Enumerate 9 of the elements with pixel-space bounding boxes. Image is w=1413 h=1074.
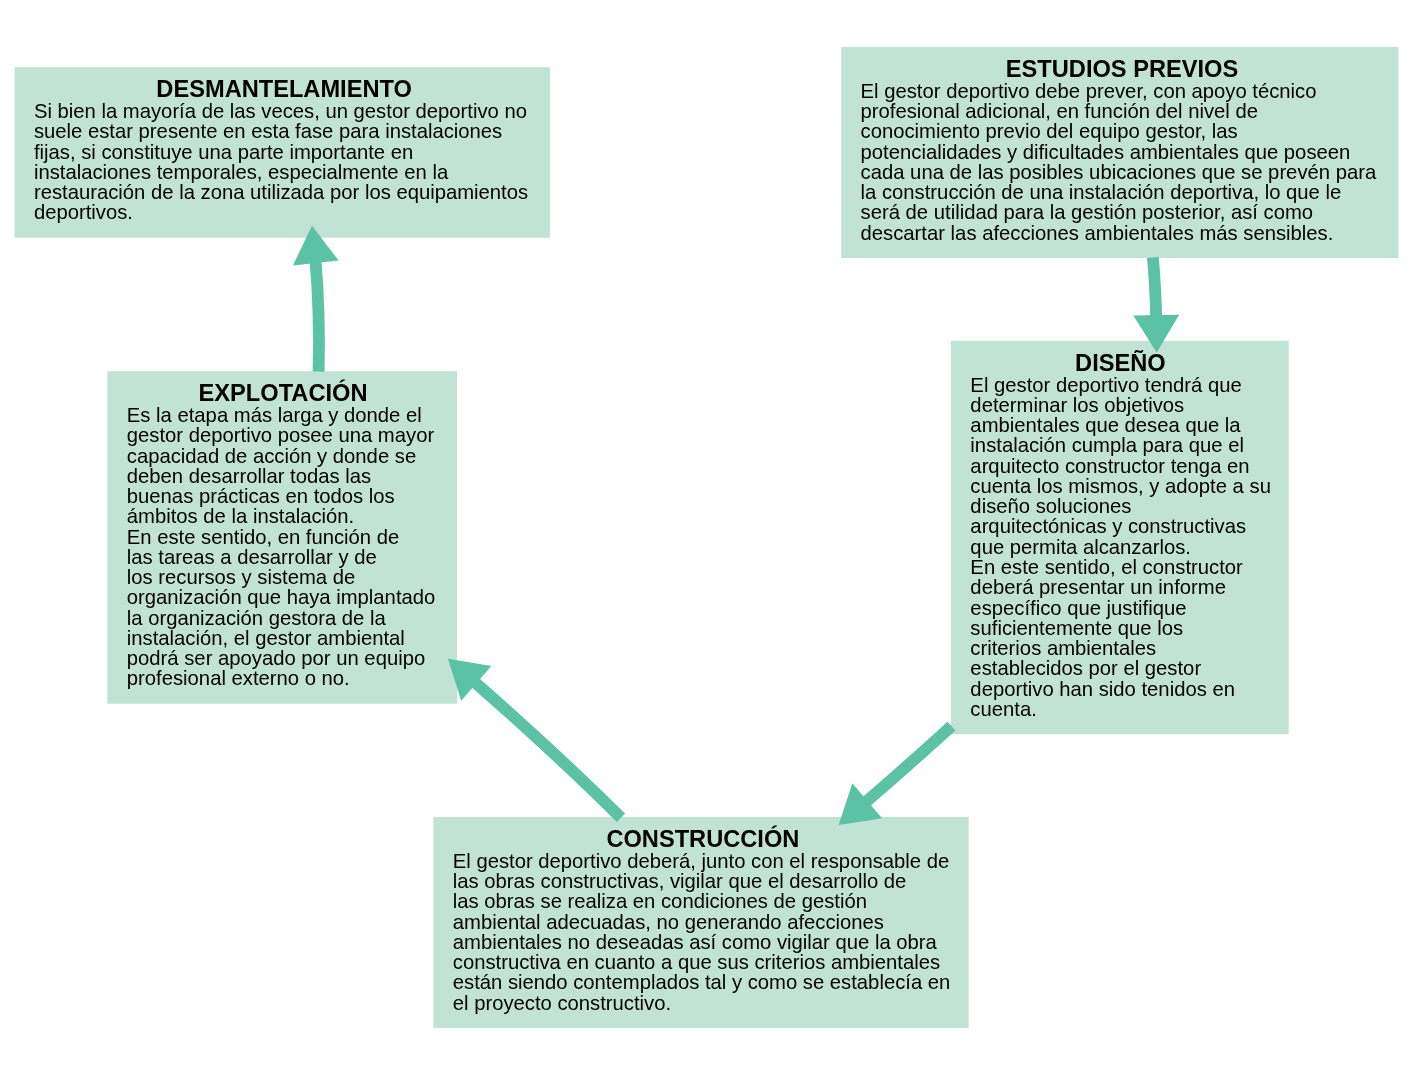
node-box: ESTUDIOS PREVIOS El gestor deportivo debe prever, con apoyo técnico profesional adicional, en función del nivel de conocimiento previo del equipo gestor, las potencialidades y dificultades ambientales que poseen cada una de las posibles ubicaciones que se prevén para la construcción de una instalación deportiva, lo que le será de utilidad para la gestión posterior, así como descartar las afecciones ambientales más sensibles. [841, 46, 1399, 258]
node-box: CONSTRUCCIÓN El gestor deportivo deberá, junto con el responsable de las obras constructivas, vigilar que el desarrollo de las obras se realiza en condiciones de gestión ambiental adecuadas, no generando afecciones ambientales no deseadas así como vigilar que la obra constructiva en cuanto a que sus criterios ambientales están siendo contemplados tal y como se establecía en el proyecto constructivo. [433, 816, 969, 1028]
node-box: EXPLOTACIÓN Es la etapa más larga y donde el gestor deportivo posee una mayor capacidad de acción y donde se deben desarrollar todas las buenas prácticas en todos los ámbitos de la instalación. En este sentido, en función de las tareas a desarrollar y de los recursos y sistema de organización que haya implantado la organización gestora de la instalación, el gestor ambiental podrá ser apoyado por un equipo profesional externo o no. [107, 370, 457, 704]
arrow [293, 225, 339, 372]
arrow [447, 658, 626, 822]
arrow [1133, 256, 1180, 353]
node-box: DISEÑO El gestor deportivo tendrá que determinar los objetivos ambientales que desea que la instalación cumpla para que el arquitecto constructor tenga en cuenta los mismos, y adopte a su diseño soluciones arquitectónicas y constructivas que permita alcanzarlos. En este sentido, el constructor deberá presentar un informe específico que justifique suficientemente que los criterios ambientales establecidos por el gestor deportivo han sido tenidos en cuenta. [950, 340, 1289, 734]
node-box: DESMANTELAMIENTO Si bien la mayoría de las veces, un gestor deportivo no suele estar presente en esta fase para instalaciones fijas, si constituye una parte importante en instalaciones temporales, especialmente en la restauración de la zona utilizada por los equipamientos deportivos. [14, 66, 550, 238]
arrow [838, 721, 956, 825]
